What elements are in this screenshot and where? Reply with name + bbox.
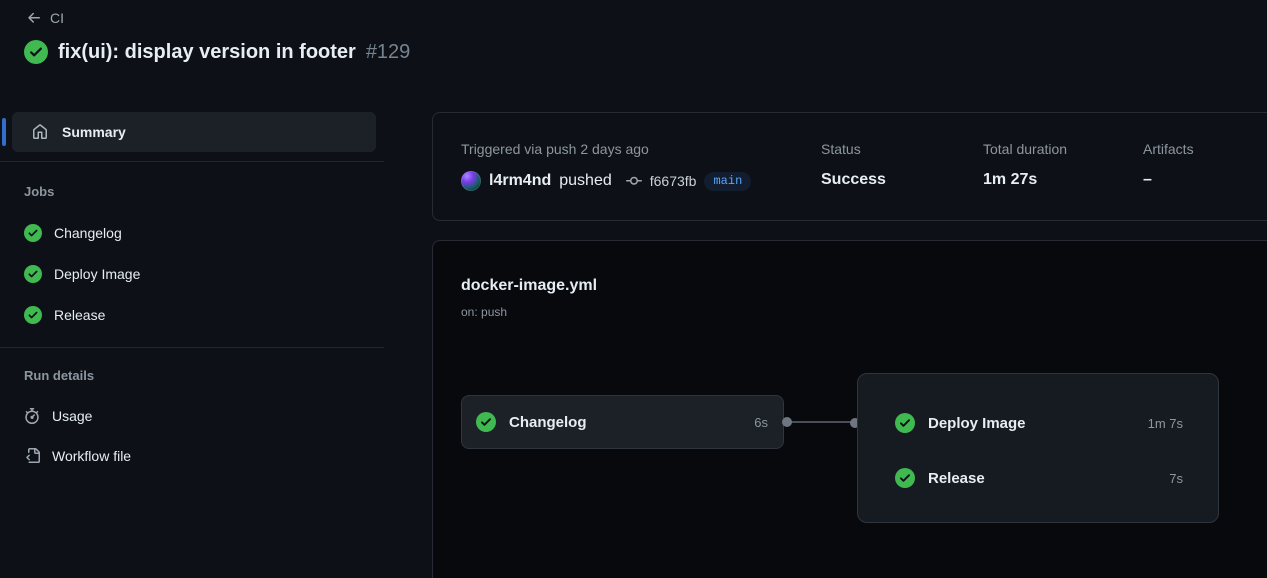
node-label: Changelog (509, 413, 587, 431)
check-circle-icon (476, 412, 496, 432)
status-value: Success (821, 171, 886, 188)
graph-connector-line (787, 421, 855, 423)
sidebar-item-job-changelog[interactable]: Changelog (24, 221, 122, 245)
back-link[interactable]: CI (26, 6, 64, 30)
sidebar-divider (0, 347, 384, 348)
graph-node-group: Deploy Image 1m 7s Release 7s (857, 373, 1219, 523)
check-circle-icon (895, 468, 915, 488)
home-icon (32, 124, 48, 140)
jobs-section-header: Jobs (24, 184, 55, 199)
run-detail-label: Workflow file (52, 448, 132, 464)
job-label: Changelog (54, 225, 122, 241)
artifacts-label: Artifacts (1143, 141, 1194, 157)
workflow-graph-card: docker-image.yml on: push Changelog 6s D… (432, 240, 1267, 578)
arrow-left-icon (26, 10, 42, 26)
check-circle-icon (24, 224, 42, 242)
back-label: CI (50, 10, 64, 26)
graph-node-deploy-image[interactable]: Deploy Image 1m 7s (895, 408, 1183, 438)
run-number: #129 (365, 40, 411, 63)
run-detail-label: Usage (52, 408, 93, 424)
job-label: Deploy Image (54, 266, 141, 282)
run-title-row: fix(ui): display version in footer #129 (24, 36, 410, 68)
node-duration: 6s (754, 414, 768, 430)
avatar[interactable] (461, 171, 481, 191)
graph-node-changelog[interactable]: Changelog 6s (461, 395, 784, 449)
workflow-trigger: on: push (461, 305, 508, 319)
check-circle-icon (24, 306, 42, 324)
graph-node-release[interactable]: Release 7s (895, 463, 1183, 493)
commit-sha-link[interactable]: f6673fb (649, 173, 697, 189)
status-label: Status (821, 141, 861, 157)
duration-label: Total duration (983, 141, 1068, 157)
git-commit-icon (620, 173, 642, 189)
check-circle-icon (24, 265, 42, 283)
branch-badge[interactable]: main (704, 171, 752, 191)
trigger-label: Triggered via push 2 days ago (461, 141, 649, 157)
action-text: pushed (559, 172, 612, 189)
sidebar: Summary Jobs Changelog Deploy Image Rele… (0, 112, 384, 578)
file-code-icon (24, 448, 40, 464)
sidebar-item-workflow-file[interactable]: Workflow file (24, 444, 131, 468)
trigger-details: l4rm4nd pushed f6673fb main (461, 169, 752, 193)
job-label: Release (54, 307, 106, 323)
check-circle-icon (895, 413, 915, 433)
node-duration: 1m 7s (1147, 415, 1183, 431)
node-label: Deploy Image (928, 414, 1026, 432)
workflow-file-name: docker-image.yml (461, 277, 598, 294)
graph-connector-dot (850, 418, 860, 428)
run-details-section-header: Run details (24, 368, 95, 383)
page-title: fix(ui): display version in footer (58, 40, 356, 63)
sidebar-item-label: Summary (62, 124, 126, 140)
actor-link[interactable]: l4rm4nd (489, 172, 552, 189)
run-info-card: Triggered via push 2 days ago l4rm4nd pu… (432, 112, 1267, 221)
node-duration: 7s (1169, 470, 1183, 486)
sidebar-item-usage[interactable]: Usage (24, 404, 92, 428)
stopwatch-icon (24, 408, 40, 424)
sidebar-divider (0, 161, 384, 162)
duration-value: 1m 27s (983, 171, 1038, 188)
sidebar-item-job-release[interactable]: Release (24, 303, 105, 327)
sidebar-item-summary[interactable]: Summary (12, 112, 376, 152)
artifacts-value: – (1143, 171, 1152, 188)
node-label: Release (928, 469, 985, 487)
sidebar-item-job-deploy-image[interactable]: Deploy Image (24, 262, 140, 286)
graph-connector-dot (782, 417, 792, 427)
check-circle-icon (24, 40, 48, 64)
selected-accent-bar (2, 118, 6, 146)
